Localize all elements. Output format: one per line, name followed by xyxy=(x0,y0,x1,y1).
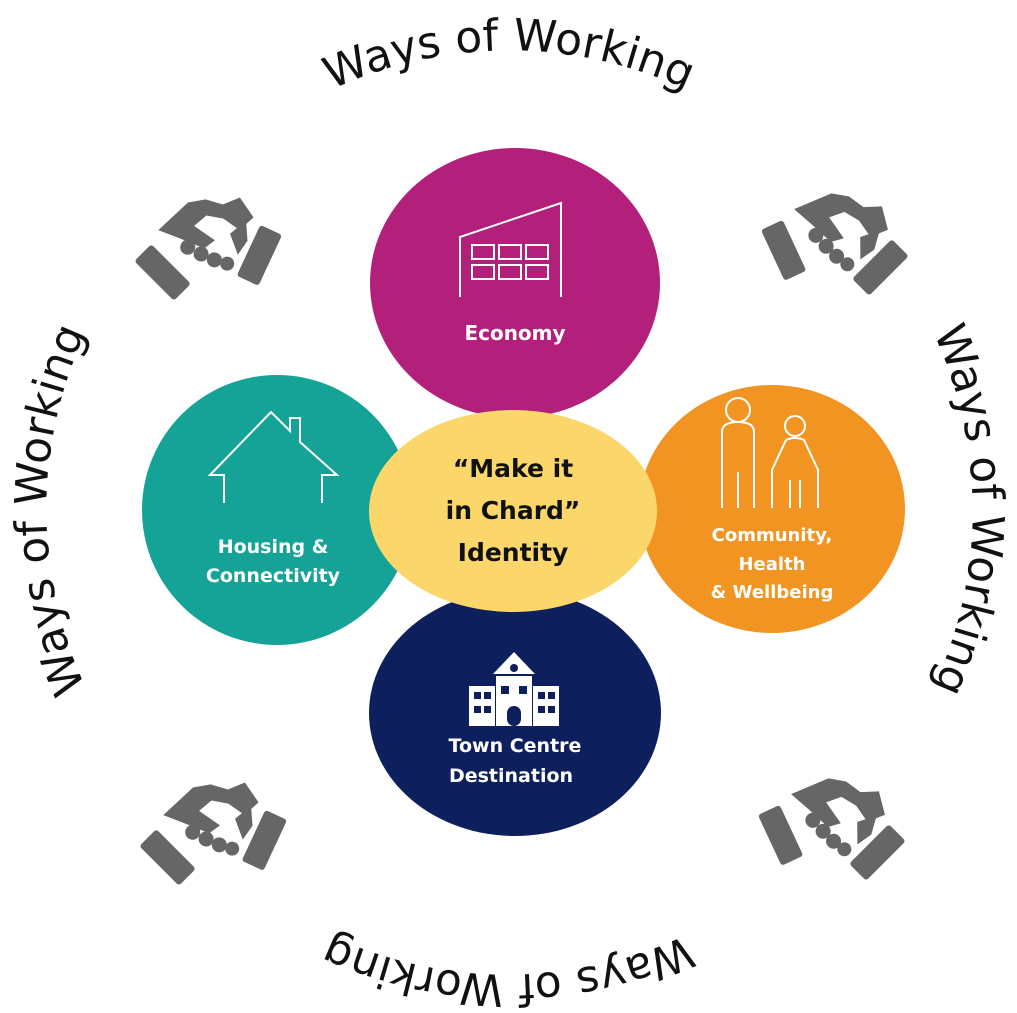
handshake-icon xyxy=(749,767,915,887)
center-label-line1: “Make it xyxy=(453,454,573,483)
housing-pillar: Housing & Connectivity xyxy=(142,375,412,645)
handshake-icon xyxy=(125,187,291,307)
ring-text-left: Ways of Working xyxy=(6,317,96,703)
handshake-icon xyxy=(130,772,296,892)
handshake-icon xyxy=(752,182,918,302)
town-label-line2: Destination xyxy=(449,765,573,787)
town-pillar: Town Centre Destination xyxy=(369,590,661,836)
factory-icon xyxy=(459,201,562,297)
economy-pillar: Economy xyxy=(370,148,660,418)
center-circle xyxy=(369,410,657,612)
center-label-line3: Identity xyxy=(458,538,569,567)
town-label-line1: Town Centre xyxy=(449,735,582,757)
school-building-icon xyxy=(469,652,559,726)
community-pillar: Community, Health & Wellbeing xyxy=(639,385,905,633)
economy-label: Economy xyxy=(464,321,565,345)
house-icon xyxy=(207,410,340,503)
community-label-line1: Community, xyxy=(712,525,833,546)
community-label-line3: & Wellbeing xyxy=(711,582,834,603)
ring-text-bottom: Ways of Working xyxy=(315,925,701,1013)
ring-text-right: Ways of Working xyxy=(923,317,1013,703)
center-label-line2: in Chard” xyxy=(446,496,581,525)
ring-text-top: Ways of Working xyxy=(316,10,702,100)
economy-circle xyxy=(370,148,660,418)
community-label-line2: Health xyxy=(738,554,805,575)
center-identity: “Make it in Chard” Identity xyxy=(369,410,657,612)
people-icon xyxy=(721,397,819,508)
housing-label-line2: Connectivity xyxy=(206,565,341,587)
housing-label-line1: Housing & xyxy=(218,536,329,558)
community-circle xyxy=(639,385,905,633)
housing-circle xyxy=(142,375,412,645)
